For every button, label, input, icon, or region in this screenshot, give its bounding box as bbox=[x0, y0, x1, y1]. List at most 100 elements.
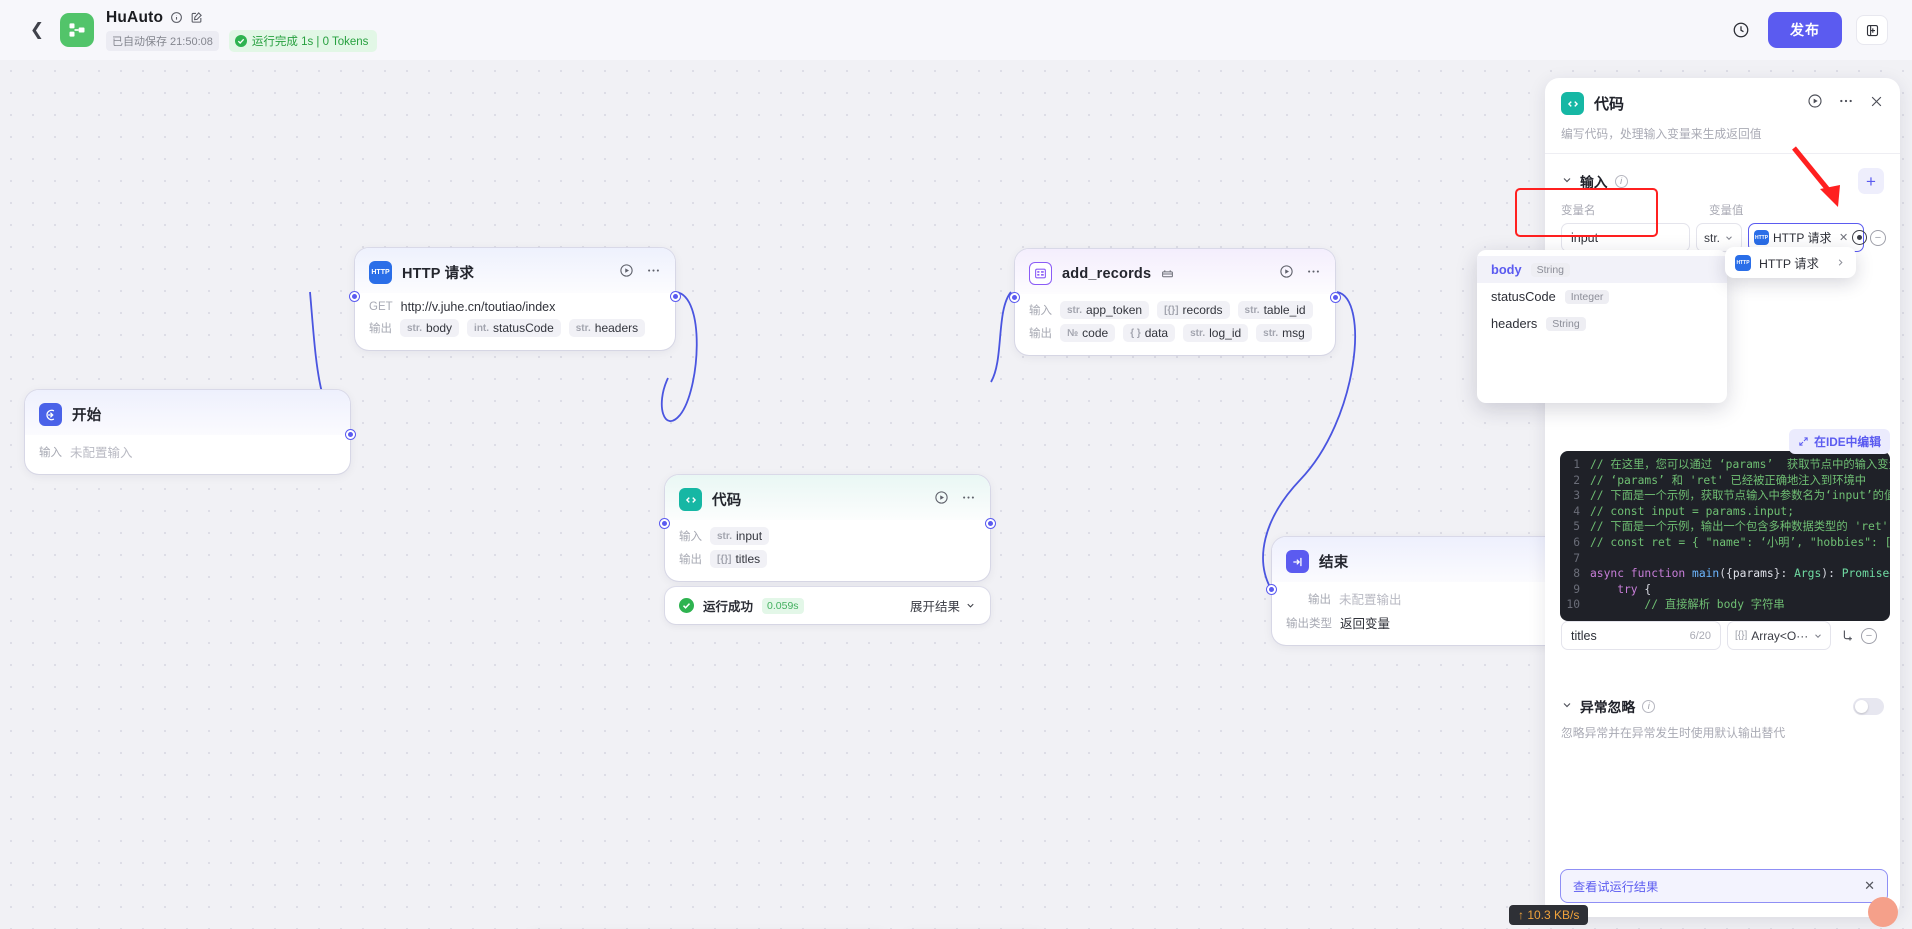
input-port[interactable] bbox=[1267, 585, 1276, 594]
topbar-actions: 发布 bbox=[1728, 12, 1888, 48]
output-chip: № code bbox=[1060, 324, 1116, 342]
exception-toggle[interactable] bbox=[1853, 697, 1884, 715]
duplicate-window-icon[interactable] bbox=[1856, 15, 1888, 45]
dropdown-item-name: body bbox=[1491, 262, 1522, 277]
code-editor[interactable]: 1// 在这里，您可以通过 ‘params’ 获取节点中的输入变量，并通过 'r… bbox=[1560, 451, 1890, 621]
node-add-records[interactable]: add_records bbox=[1010, 249, 1340, 355]
code-node-icon bbox=[1561, 92, 1584, 115]
play-circle-icon[interactable] bbox=[619, 263, 634, 283]
chip-type: str. bbox=[575, 322, 591, 334]
close-icon[interactable] bbox=[1869, 94, 1884, 114]
target-icon[interactable] bbox=[1852, 230, 1868, 245]
output-chip: str. msg bbox=[1256, 324, 1312, 342]
http-node-icon: HTTP bbox=[369, 261, 392, 284]
exception-section-title: 异常忽略 bbox=[1580, 700, 1636, 715]
output-port[interactable] bbox=[986, 519, 995, 528]
remove-input-button[interactable]: − bbox=[1870, 229, 1886, 246]
run-duration: 0.059s bbox=[762, 597, 804, 614]
panel-header: 代码 编写代码， bbox=[1545, 78, 1900, 153]
output-port[interactable] bbox=[671, 292, 680, 301]
info-circle-icon[interactable]: i bbox=[1642, 699, 1656, 713]
input-port[interactable] bbox=[350, 292, 359, 301]
view-run-result-bar[interactable]: 查看试运行结果 ✕ bbox=[1560, 869, 1888, 903]
node-title: 代码 bbox=[712, 493, 742, 509]
close-small-icon[interactable]: ✕ bbox=[1839, 232, 1849, 244]
chevron-down-icon[interactable] bbox=[1561, 699, 1573, 714]
chip-name: body bbox=[426, 321, 453, 335]
ellipsis-icon[interactable] bbox=[1306, 264, 1321, 284]
close-icon[interactable]: ✕ bbox=[1864, 878, 1875, 893]
back-button[interactable]: ❮ bbox=[29, 20, 45, 39]
ellipsis-icon[interactable] bbox=[646, 263, 661, 283]
input-section-header[interactable]: 输入 i + bbox=[1545, 154, 1900, 194]
autosave-status: 已自动保存 21:50:08 bbox=[106, 30, 219, 51]
node-code[interactable]: 代码 输入 bbox=[660, 475, 995, 581]
play-circle-icon[interactable] bbox=[1279, 264, 1294, 284]
node-start[interactable]: 开始 输入 未配置输入 bbox=[25, 390, 355, 474]
http-method: GET bbox=[369, 301, 393, 313]
variable-dropdown[interactable]: body String statusCode Integer headers S… bbox=[1477, 250, 1727, 403]
output-label: 输出 bbox=[1308, 593, 1331, 606]
reference-text: HTTP 请求 - b··· bbox=[1773, 231, 1835, 245]
input-varname-field[interactable]: input bbox=[1561, 223, 1690, 252]
chip-type: [{}] bbox=[717, 553, 732, 565]
chevron-down-icon bbox=[967, 603, 974, 608]
ellipsis-icon[interactable] bbox=[961, 490, 976, 510]
output-varname-field[interactable]: titles 6/20 bbox=[1561, 621, 1721, 650]
info-circle-icon[interactable] bbox=[170, 11, 183, 24]
input-chip: str. app_token bbox=[1060, 301, 1150, 319]
publish-button[interactable]: 发布 bbox=[1768, 12, 1842, 48]
exception-section-header[interactable]: 异常忽略 i bbox=[1545, 682, 1900, 716]
input-value: 未配置输入 bbox=[70, 446, 133, 460]
input-port[interactable] bbox=[660, 519, 669, 528]
output-port[interactable] bbox=[1331, 293, 1340, 302]
chip-type: str. bbox=[407, 322, 423, 334]
top-bar: ❮ HuAuto bbox=[0, 0, 1912, 60]
node-title: 结束 bbox=[1319, 555, 1349, 571]
play-circle-icon[interactable] bbox=[1807, 93, 1823, 114]
assistant-avatar[interactable] bbox=[1868, 897, 1898, 927]
expand-result-button[interactable]: 展开结果 bbox=[910, 596, 976, 615]
code-node-icon bbox=[679, 488, 702, 511]
network-speed-badge: ↑ 10.3 KB/s bbox=[1509, 905, 1589, 925]
add-child-icon[interactable] bbox=[1840, 628, 1855, 643]
chip-name: headers bbox=[594, 321, 639, 335]
clock-history-icon[interactable] bbox=[1728, 17, 1754, 43]
play-circle-icon[interactable] bbox=[934, 490, 949, 510]
info-circle-icon[interactable]: i bbox=[1614, 174, 1628, 188]
start-node-icon bbox=[39, 403, 62, 426]
dropdown-item-statuscode[interactable]: statusCode Integer bbox=[1477, 283, 1727, 310]
dropdown-item-name: statusCode bbox=[1491, 289, 1556, 304]
node-http-request[interactable]: HTTP HTTP 请求 GE bbox=[350, 248, 680, 350]
node-reference-dropdown[interactable]: HTTP HTTP 请求 bbox=[1725, 247, 1856, 278]
input-port[interactable] bbox=[1010, 293, 1019, 302]
output-chip: { } data bbox=[1123, 324, 1176, 342]
dropdown-item-headers[interactable]: headers String bbox=[1477, 310, 1727, 337]
app-title-block: HuAuto 已自动保存 21:50:08 bbox=[106, 9, 378, 52]
output-port[interactable] bbox=[346, 430, 355, 439]
edit-in-ide-button[interactable]: 在IDE中编辑 bbox=[1789, 429, 1890, 454]
code-run-result[interactable]: 运行成功 0.059s 展开结果 bbox=[665, 587, 990, 624]
chevron-down-icon[interactable] bbox=[1561, 174, 1573, 189]
chip-name: msg bbox=[1282, 326, 1305, 340]
dropdown-item-body[interactable]: body String bbox=[1477, 256, 1727, 283]
add-input-button[interactable]: + bbox=[1858, 168, 1884, 194]
edit-in-ide-label: 在IDE中编辑 bbox=[1814, 435, 1881, 449]
output-label: 输出 bbox=[679, 554, 702, 566]
chip-type: str. bbox=[717, 530, 733, 542]
output-label: 输出 bbox=[369, 323, 392, 335]
chip-name: data bbox=[1144, 326, 1169, 340]
chip-type: int. bbox=[474, 322, 490, 334]
output-vartype-select[interactable]: [{}] Array<O··· bbox=[1727, 621, 1831, 650]
node-dropdown-label: HTTP 请求 bbox=[1759, 256, 1819, 271]
pencil-square-icon[interactable] bbox=[190, 11, 203, 24]
chip-name: records bbox=[1182, 303, 1223, 317]
remove-output-button[interactable]: − bbox=[1861, 627, 1877, 644]
ellipsis-icon[interactable] bbox=[1838, 93, 1854, 114]
check-icon bbox=[234, 34, 247, 47]
chip-name: log_id bbox=[1209, 326, 1242, 340]
input-label: 输入 bbox=[679, 531, 702, 543]
http-node-icon: HTTP bbox=[1754, 230, 1769, 245]
node-end[interactable]: 结束 输出 未配置输出 输出类型 返回变量 bbox=[1267, 537, 1597, 645]
